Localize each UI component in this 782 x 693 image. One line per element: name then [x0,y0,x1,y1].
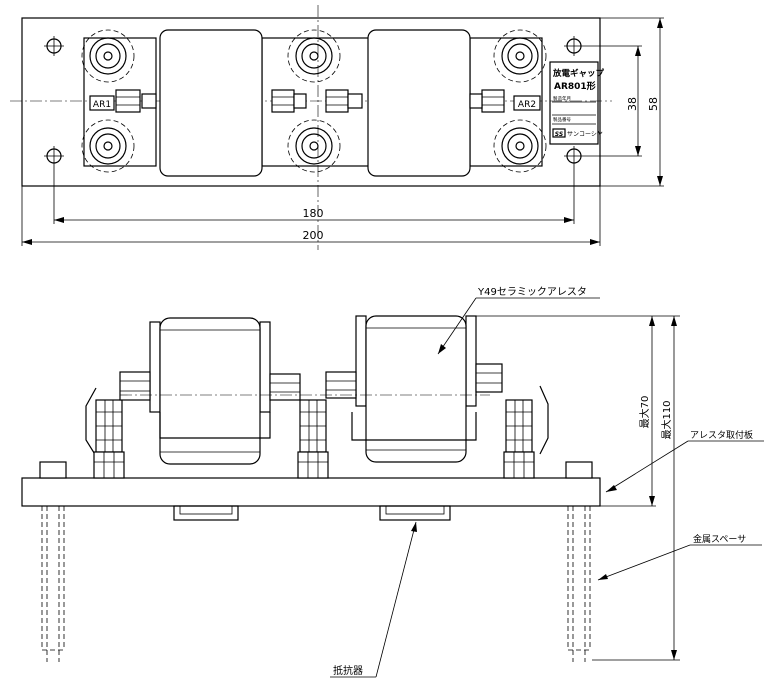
resistor-body [379,505,451,521]
arrester-body-front [159,317,261,465]
mounting-hole [44,146,64,166]
top-base-plate [21,17,601,187]
metal-spacer [39,461,67,662]
dim-overall-height: 58 [647,97,660,111]
tag-ar1: AR1 [93,100,111,110]
arrester-mounting-plate [21,477,601,507]
terminal-nut [287,119,341,173]
mounting-hole [44,36,64,56]
nameplate-field-date: 製造年月 [553,95,571,102]
label-mounting-plate: アレスタ取付板 [690,429,753,441]
nameplate-field-serial: 製品番号 [553,116,571,123]
label-metal-spacer: 金属スペーサ [693,533,746,545]
terminal-nut [493,29,547,83]
label-resistor: 抵抗器 [333,664,363,677]
dim-hole-spacing: 180 [303,207,324,220]
tag-ar2: AR2 [518,100,536,110]
dim-hole-height: 38 [626,97,639,111]
dim-max-110: 最大110 [660,400,673,439]
terminal-nut [81,29,135,83]
terminal-nut-stack [503,399,535,479]
front-view: 最大70 最大110 Y49セラミックアレスタ アレスタ取付板 金属スペーサ 抵… [21,286,764,678]
dim-overall-width: 200 [303,229,324,242]
resistor-body [173,505,239,521]
terminal-nut [287,29,341,83]
label-arrester: Y49セラミックアレスタ [477,286,587,298]
terminal-nut [81,119,135,173]
mounting-hole [564,36,584,56]
terminal-nut [493,119,547,173]
maker-logo-text: SS [555,131,563,138]
metal-spacer [565,461,593,662]
nameplate-model: AR801形 [554,80,596,92]
terminal-nut-stack [93,399,125,479]
mounting-hole [564,146,584,166]
top-view: AR1 AR2 放電ギャップ AR801形 製造年月 製品番号 SS サンコーシ… [10,5,664,250]
maker-logo-icon [552,128,566,138]
terminal-nut-stack [297,399,329,479]
nameplate-title: 放電ギャップ [552,68,605,79]
arrester-body-top [159,29,263,177]
nameplate-maker: サンコーシヤ [567,131,603,138]
nameplate: 放電ギャップ AR801形 製造年月 製品番号 SS サンコーシヤ [549,61,605,145]
arrester-body-front [365,315,467,463]
arrester-body-top [367,29,471,177]
dim-max-70: 最大70 [638,396,651,429]
